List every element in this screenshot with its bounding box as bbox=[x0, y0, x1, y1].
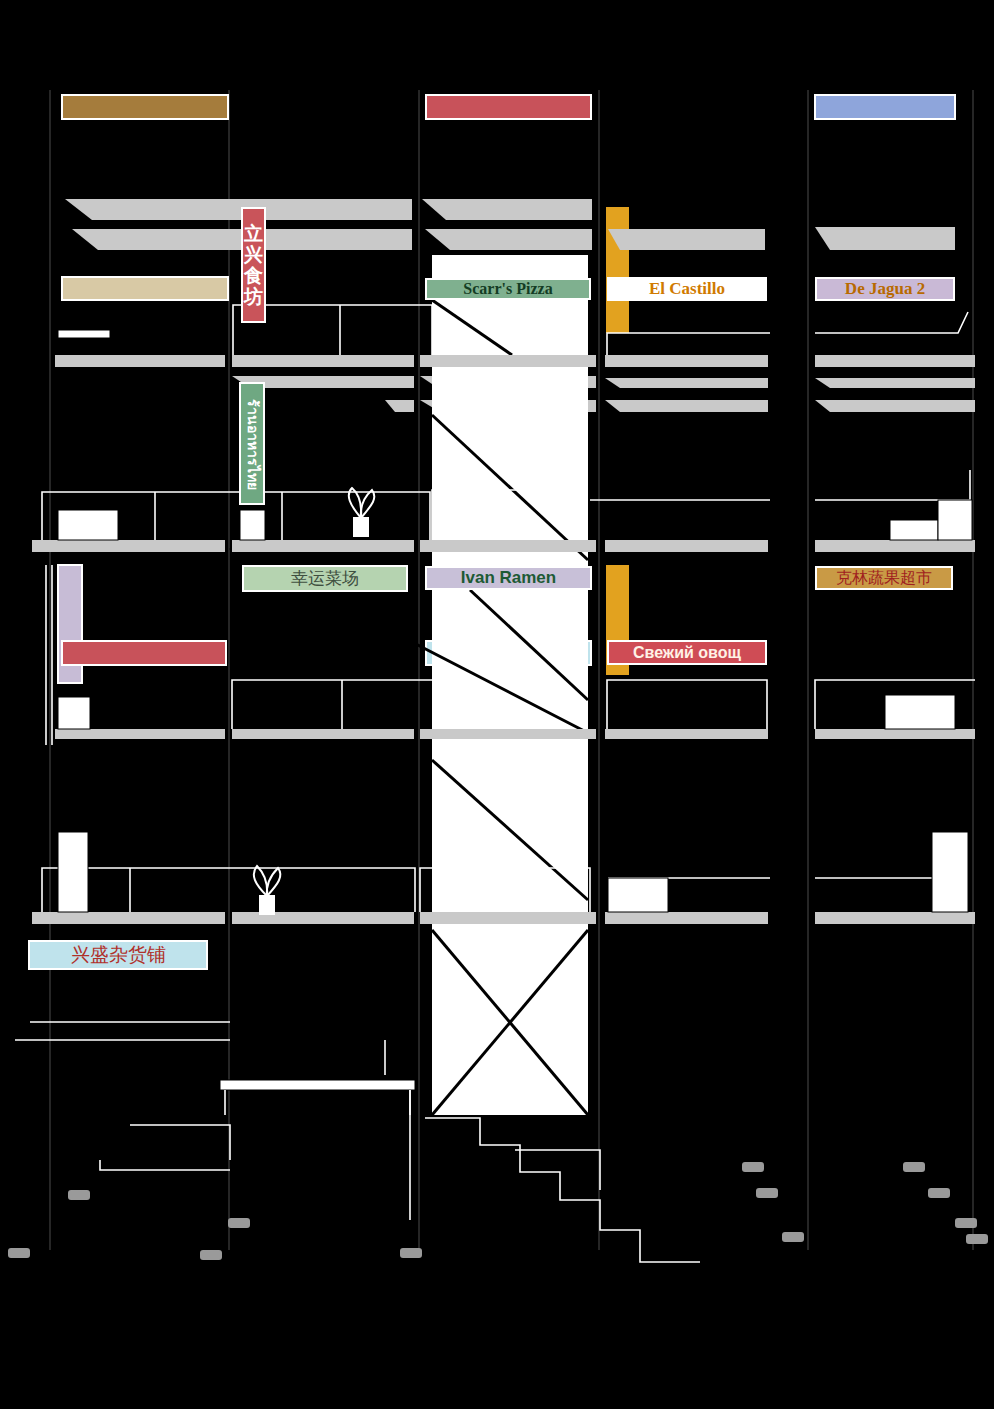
structure-columns bbox=[50, 90, 973, 1250]
shop-sign: Scarr's Pizza bbox=[425, 278, 591, 300]
sign-text: 幸运菜场 bbox=[291, 567, 359, 590]
shop-sign: El Castillo bbox=[607, 277, 767, 301]
shaft-bracing bbox=[230, 300, 592, 1115]
sign-text: Scarr's Pizza bbox=[463, 280, 552, 298]
shop-sign: 立兴食坊 bbox=[241, 207, 266, 323]
shop-sign: Свежий овощ bbox=[607, 640, 767, 665]
floor-slabs bbox=[32, 355, 975, 924]
lift-shaft bbox=[432, 255, 588, 1115]
railings bbox=[42, 305, 975, 912]
furniture bbox=[58, 330, 972, 1090]
potted-plants bbox=[254, 488, 375, 914]
sign-text: Свежий овощ bbox=[633, 644, 741, 662]
shop-sign: De Jagua 2 bbox=[815, 277, 955, 301]
shop-sign: 幸运菜场 bbox=[242, 565, 408, 592]
ground-level-stairs bbox=[15, 1022, 700, 1262]
sign-text: Ivan Ramen bbox=[461, 568, 556, 588]
sign-text: De Jagua 2 bbox=[845, 279, 925, 299]
sign-text: 立兴食坊 bbox=[244, 223, 263, 307]
sign-text: El Castillo bbox=[649, 279, 725, 299]
shop-sign: Ivan Ramen bbox=[425, 566, 592, 590]
shop-sign: 克林蔬果超市 bbox=[815, 566, 953, 590]
shop-sign: ร้านอาหารไทย bbox=[239, 382, 265, 505]
sign-text: ร้านอาหารไทย bbox=[241, 398, 263, 489]
sign-text: 兴盛杂货铺 bbox=[71, 942, 166, 968]
footings bbox=[8, 1162, 988, 1260]
sign-text: 克林蔬果超市 bbox=[836, 568, 932, 589]
shop-sign: 兴盛杂货铺 bbox=[28, 940, 208, 970]
